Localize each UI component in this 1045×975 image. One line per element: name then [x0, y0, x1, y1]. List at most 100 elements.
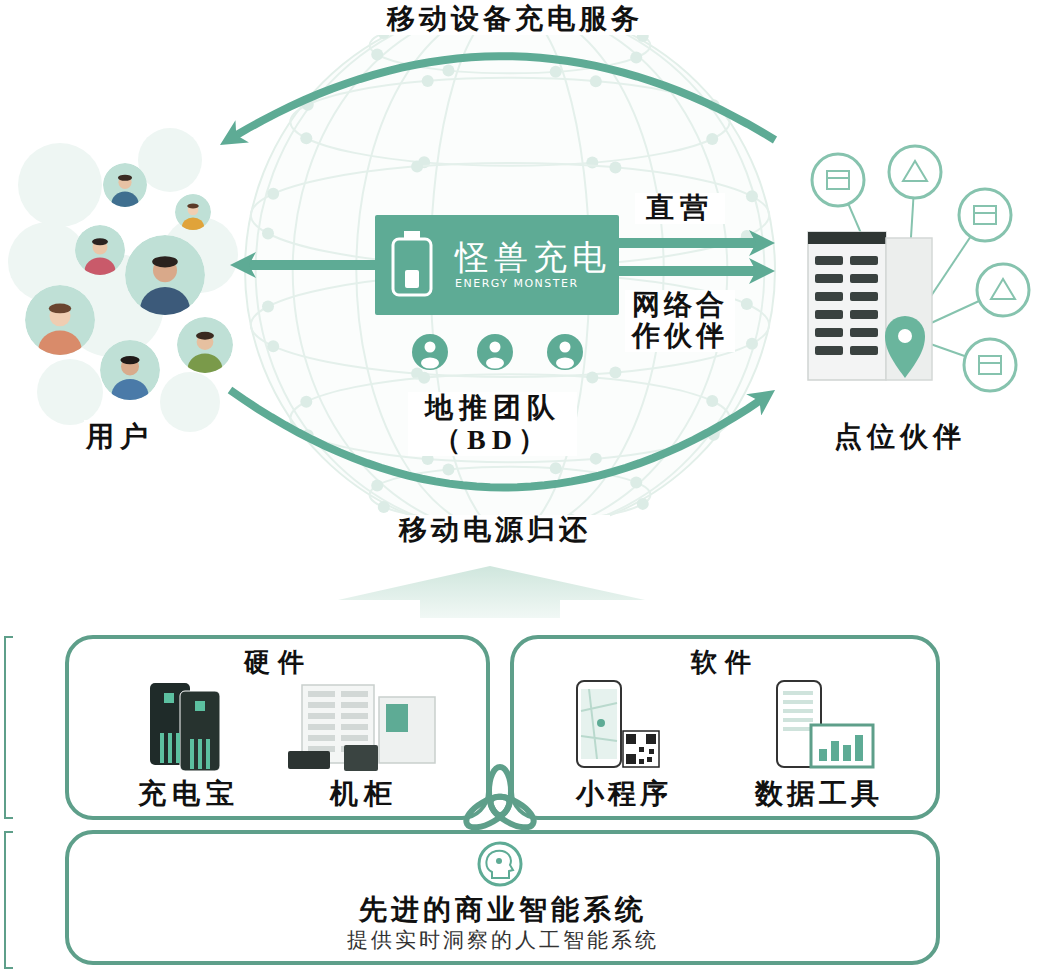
node-label: 充电宝 — [138, 777, 240, 811]
user-avatar — [100, 340, 160, 412]
flow-arrow — [234, 56, 775, 140]
place-icon — [964, 339, 1016, 391]
location-pin-dot — [898, 329, 912, 343]
avatar-hair — [187, 204, 199, 209]
node-label: 用户 — [84, 420, 156, 454]
qr-block — [646, 734, 656, 744]
partner-illustration — [808, 146, 1029, 391]
chart-bar — [843, 745, 851, 761]
place-glyph — [979, 362, 1001, 364]
network-sphere — [245, 5, 775, 535]
person-body — [556, 358, 574, 369]
user-avatar — [177, 317, 233, 384]
sphere-dot — [590, 453, 602, 465]
node-label: 小程序 — [576, 777, 672, 811]
cabinet-slot — [850, 310, 878, 319]
chart-bar — [819, 749, 827, 761]
avatar-hair — [92, 238, 108, 245]
cabinet-unit — [379, 697, 435, 763]
flow-arrow — [619, 266, 759, 276]
sphere-meridian — [356, 5, 663, 535]
qr-block — [639, 747, 644, 752]
place-icon — [812, 154, 864, 206]
user-avatar — [25, 285, 95, 369]
support-arrow — [338, 566, 645, 618]
power-bank-item: 充电宝 — [124, 681, 254, 813]
sphere-dot — [746, 338, 758, 350]
cable — [206, 739, 210, 769]
battery-cap — [404, 231, 420, 239]
place-icon — [977, 264, 1029, 316]
sphere-dot — [262, 301, 274, 313]
qr-block — [626, 734, 636, 744]
node-label: 硬件 — [244, 647, 312, 678]
avatar-hair — [118, 175, 132, 181]
sphere-dot — [371, 480, 383, 492]
mini-program-item: 小程序 — [569, 681, 679, 813]
sphere-outline — [245, 5, 775, 535]
list-line — [783, 691, 813, 695]
avatar-hair — [49, 304, 71, 314]
sphere-dot — [609, 366, 621, 378]
cabinet-screen — [386, 704, 408, 732]
person-icon — [547, 334, 583, 370]
sphere-dot — [378, 501, 390, 513]
list-line — [783, 727, 813, 731]
place-glyph — [827, 177, 849, 179]
bracket — [5, 637, 13, 818]
flow-arrow — [619, 238, 759, 248]
map-pin — [597, 719, 605, 727]
sphere-dot — [586, 371, 598, 383]
cabinet-body — [808, 232, 886, 380]
user-blob — [37, 359, 103, 425]
desk-unit — [344, 745, 378, 771]
ai-dot — [496, 858, 502, 864]
edge-label: 直营 — [635, 193, 725, 224]
sphere-dot — [418, 372, 430, 384]
avatar-hair — [152, 256, 178, 267]
sphere-dot — [300, 396, 312, 408]
cabinet-slot — [815, 328, 843, 337]
bi-system-panel: 先进的商业智能系统提供实时洞察的人工智能系统 — [65, 830, 940, 965]
node-label: 机柜 — [330, 777, 398, 811]
cabinet-slot — [308, 713, 335, 719]
cabinet-side — [886, 238, 932, 380]
list-line — [783, 709, 813, 713]
place-icon — [959, 189, 1011, 241]
qr-block — [626, 754, 636, 764]
cabinet-slot — [341, 724, 368, 730]
partner-group: 点位伙伴 — [775, 140, 1025, 460]
sphere-dot — [267, 340, 279, 352]
user-illustration — [8, 128, 238, 432]
sphere-parallel — [290, 374, 729, 462]
qr-block — [639, 759, 644, 764]
cabinet-slot — [308, 735, 335, 741]
location-pin — [885, 316, 925, 378]
edge-label: 移动电源归还 — [380, 515, 610, 546]
cabinet-slot — [308, 691, 335, 697]
user-avatar — [125, 235, 205, 331]
sphere-parallel — [290, 78, 729, 166]
sphere-dot — [442, 463, 454, 475]
user-avatar — [75, 225, 125, 285]
place-glyph — [974, 212, 996, 214]
edge-label: 网络合作伙伴 — [625, 290, 735, 352]
avatar-hair — [196, 332, 214, 340]
qr-block — [647, 757, 652, 762]
person-icon — [412, 334, 448, 370]
user-avatar — [103, 163, 147, 216]
cabinet-slot — [850, 256, 878, 265]
sphere-dot — [609, 162, 621, 174]
ai-icon — [479, 843, 521, 885]
data-tool-item: 数据工具 — [739, 681, 899, 813]
sphere-dot — [550, 462, 562, 474]
sphere-dot — [411, 161, 423, 173]
power-bank — [180, 691, 220, 771]
sphere-dot — [630, 52, 642, 64]
chart-bar — [831, 741, 839, 761]
phone-screen — [581, 689, 617, 759]
sphere-dot — [267, 188, 279, 200]
avatar-body — [38, 331, 81, 370]
sphere-dot — [590, 75, 602, 87]
